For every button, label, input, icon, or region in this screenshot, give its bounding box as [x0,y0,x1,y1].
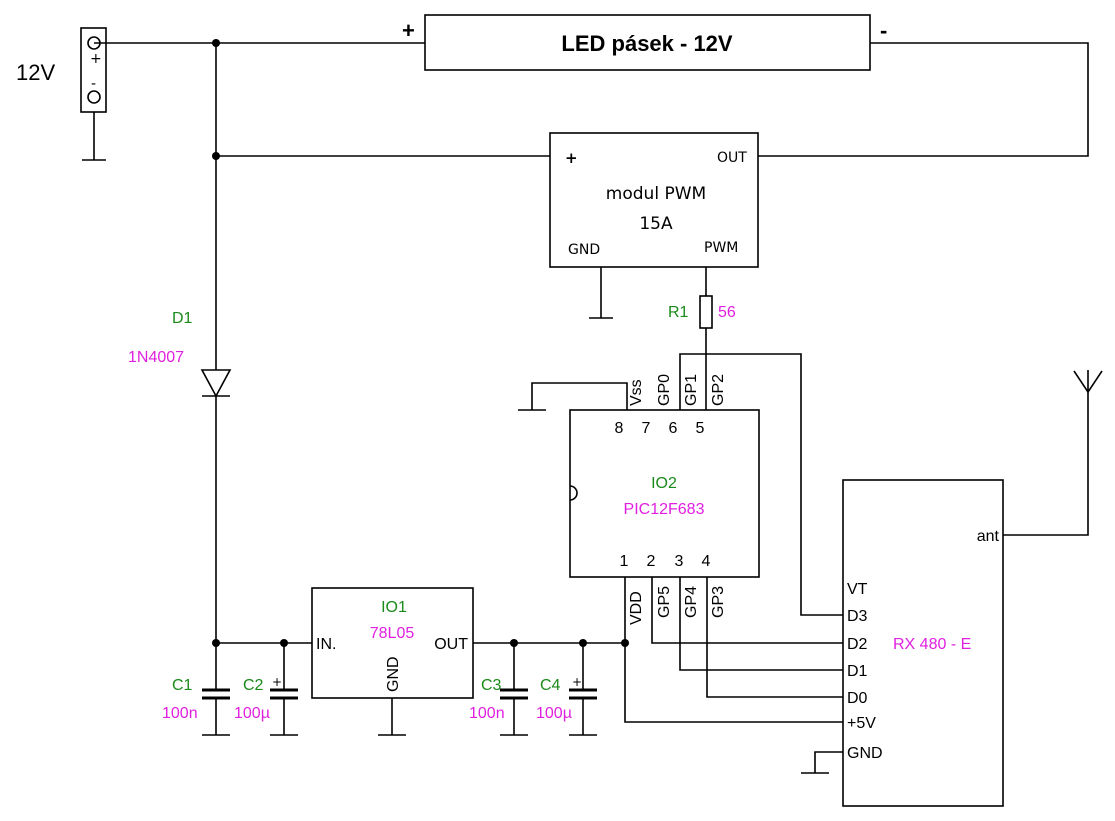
c2-value: 100µ [234,705,270,722]
c2-name: C2 [243,677,264,694]
rx-pin-d1: D1 [847,663,868,680]
led-plus-label: + [402,18,415,43]
pwm-gnd-label: GND [568,242,600,258]
capacitor-c2: + C2 100µ [234,675,298,736]
resistor-r1: R1 56 [668,295,736,329]
c1-name: C1 [172,677,193,694]
c3-value: 100n [469,705,505,722]
connector-plus-label: + [90,51,102,67]
pwm-pwm-label: PWM [704,240,738,256]
io2-pin-number-1: 1 [620,553,629,570]
c4-name: C4 [540,677,561,694]
io2-pin-gp2: GP2 [710,374,727,406]
io2-value: PIC12F683 [624,501,705,518]
capacitor-c3: C3 100n [469,677,528,736]
d1-value: 1N4007 [128,349,184,366]
supply-voltage-label: 12V [16,60,55,85]
pwm-title-line1: modul PWM [606,184,706,204]
io2-pin-number-6: 6 [669,420,678,437]
pwm-module: + OUT modul PWM 15A GND PWM [549,132,759,268]
rx-pin-vt: VT [847,581,868,598]
receiver-rx480e: RX 480 - E ant VT D3 D2 D1 D0 +5V GND [842,479,1004,807]
rx-ant-label: ant [977,528,1000,545]
io2-pin-number-2: 2 [647,553,656,570]
io2-pin-number-5: 5 [696,420,705,437]
c4-polarity: + [572,675,582,689]
pwm-out-label: OUT [717,150,747,166]
io2-pin-vdd: VDD [628,591,645,625]
rx-pin-d3: D3 [847,608,868,625]
diode-d1: D1 1N4007 [128,310,232,398]
c1-value: 100n [162,705,198,722]
r1-name: R1 [668,304,689,321]
ic-io2-pic: IO2 PIC12F683 8 7 6 5 1 2 3 4 Vss GP0 GP… [569,374,760,625]
c2-polarity: + [272,675,282,689]
r1-value: 56 [718,304,736,321]
capacitor-c4: + C4 100µ [536,675,597,736]
io2-pin-number-7: 7 [642,420,651,437]
io1-gnd-label: GND [385,656,402,692]
io2-pin-number-4: 4 [702,553,711,570]
led-strip-label: LED pásek - 12V [561,31,733,56]
io1-out-label: OUT [434,636,468,653]
io1-name: IO1 [381,599,407,616]
regulator-io1: IO1 78L05 IN. OUT GND [311,587,474,699]
led-strip: LED pásek - 12V + - [402,14,887,71]
io2-pin-number-8: 8 [615,420,624,437]
io2-pin-gp1: GP1 [683,374,700,406]
connector-minus-label: - [91,76,96,92]
io2-pin-vss: Vss [628,379,645,406]
io2-pin-gp3: GP3 [710,586,727,618]
d1-name: D1 [172,310,193,327]
led-minus-label: - [880,18,887,43]
io2-pin-number-3: 3 [675,553,684,570]
c4-value: 100µ [536,705,572,722]
c3-name: C3 [481,677,502,694]
io2-pin-gp5: GP5 [656,586,673,618]
power-connector: + - [80,27,107,161]
rx-pin-d0: D0 [847,690,868,707]
rx-pin-d2: D2 [847,636,868,653]
pwm-plus-label: + [565,149,578,167]
io1-in-label: IN. [316,636,336,653]
io2-pin-gp0: GP0 [656,374,673,406]
wires [94,42,1103,774]
pwm-title-line2: 15A [639,214,673,234]
rx-pin-gnd: GND [847,745,883,762]
io2-name: IO2 [651,475,677,492]
junctions [212,39,629,647]
rx-pin-5v: +5V [847,715,876,732]
capacitor-c1: C1 100n [162,677,230,736]
rx-name: RX 480 - E [893,636,971,653]
io2-pin-gp4: GP4 [683,586,700,618]
io1-value: 78L05 [370,625,415,642]
